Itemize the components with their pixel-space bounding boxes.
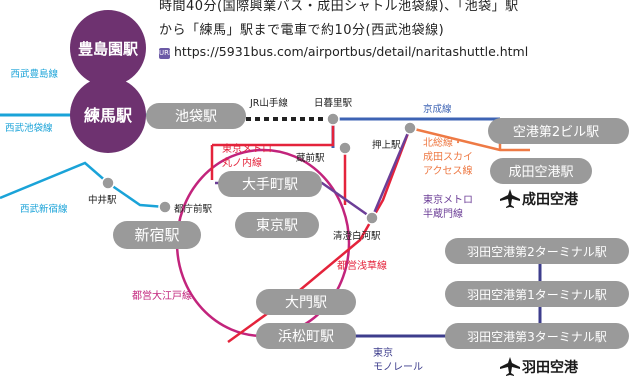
toshimaen-station-circle[interactable] — [70, 10, 146, 86]
hokuso-label-1: 北総線・ — [423, 136, 463, 149]
haneda-t2-box[interactable] — [445, 238, 629, 264]
daimon-label: 大門駅 — [285, 295, 327, 311]
narita-station-label: 成田空港駅 — [508, 165, 573, 180]
haneda-t1-label: 羽田空港第1ターミナル駅 — [467, 288, 607, 302]
oedo-label: 都営大江戸線 — [132, 289, 192, 302]
nippori-station-dot[interactable] — [326, 112, 340, 126]
nippori-label: 日暮里駅 — [314, 97, 353, 109]
nerima-label: 練馬駅 — [84, 106, 133, 125]
hanzomon-label-1: 東京メトロ — [423, 193, 473, 206]
url-row[interactable]: URLhttps://5931bus.com/airportbus/detail… — [159, 44, 528, 59]
kuramae-label: 蔵前駅 — [296, 152, 325, 164]
otemachi-label: 大手町駅 — [242, 177, 298, 193]
haneda-t2-label: 羽田空港第2ターミナル駅 — [467, 245, 607, 259]
airplane-icon — [500, 357, 520, 376]
marunouchi-label-2: 丸ノ内線 — [222, 156, 262, 169]
nakai-station-dot[interactable] — [101, 176, 115, 190]
header-line-2: から「練馬」駅まで電車で約10分(西武池袋線) — [159, 23, 445, 38]
haneda-airport-label: 羽田空港 — [522, 359, 579, 376]
tochomae-station-dot[interactable] — [158, 200, 172, 214]
url-link[interactable]: https://5931bus.com/airportbus/detail/na… — [174, 44, 529, 59]
hokuso-label-3: アクセス線 — [423, 164, 473, 177]
oshiage-label: 押上駅 — [372, 139, 401, 151]
haneda-t1-box[interactable] — [445, 281, 629, 307]
oshiage-station-dot[interactable] — [403, 121, 417, 135]
monorail-label-2: モノレール — [373, 362, 423, 373]
marunouchi-label-1: 東京メトロ — [222, 142, 272, 155]
tochomae-label: 都庁前駅 — [174, 203, 213, 215]
kuramae-station-dot[interactable] — [338, 141, 352, 155]
seibu-ikebukuro-label: 西武池袋線 — [5, 122, 53, 134]
ikebukuro-label: 池袋駅 — [175, 109, 217, 125]
nakai-label: 中井駅 — [88, 194, 117, 206]
kiyosumi-station-dot[interactable] — [365, 211, 379, 225]
monorail-label-1: 東京 — [373, 346, 393, 359]
seibu-shinjuku-line — [0, 161, 166, 209]
shinjuku-box[interactable] — [113, 221, 201, 249]
url-icon: URL — [159, 48, 173, 59]
keisei-label: 京成線 — [423, 103, 452, 115]
asakusa-label: 都営浅草線 — [337, 259, 387, 272]
t2-box[interactable] — [488, 118, 629, 144]
hokuso-label-2: 成田スカイ — [423, 151, 473, 163]
hamamatsucho-label: 浜松町駅 — [278, 329, 334, 345]
marunouchi-line — [210, 119, 335, 180]
haneda-t3-label: 羽田空港第3ターミナル駅 — [467, 330, 607, 344]
toshimaen-label: 豊島園駅 — [78, 40, 139, 58]
otemachi-box[interactable] — [218, 171, 322, 197]
header-line-1: 時間40分(国際興業バス・成田シャトル池袋線)、「池袋」駅 — [159, 0, 519, 14]
seibu-shinjuku-label: 西武新宿線 — [20, 203, 68, 215]
narita-airport-label: 成田空港 — [522, 191, 579, 208]
haneda-t3-box[interactable] — [445, 323, 629, 349]
hamamatsucho-box[interactable] — [256, 323, 356, 349]
kiyosumi-label: 清澄白河駅 — [333, 230, 381, 242]
tokyo-label: 東京駅 — [256, 218, 298, 234]
tokyo-box[interactable] — [235, 212, 319, 238]
seibu-toshima-label: 西武豊島線 — [10, 68, 58, 80]
ikebukuro-box[interactable] — [146, 103, 246, 129]
t2-label: 空港第2ビル駅 — [513, 125, 599, 140]
shinjuku-label: 新宿駅 — [134, 226, 179, 244]
narita-station-box[interactable] — [490, 158, 592, 184]
nerima-station-circle[interactable] — [70, 77, 146, 153]
airplane-icon — [500, 189, 520, 208]
daimon-box[interactable] — [256, 289, 356, 315]
hanzomon-label-2: 半蔵門線 — [423, 207, 463, 220]
jr-yamanote-label: JR山手線 — [249, 97, 288, 109]
